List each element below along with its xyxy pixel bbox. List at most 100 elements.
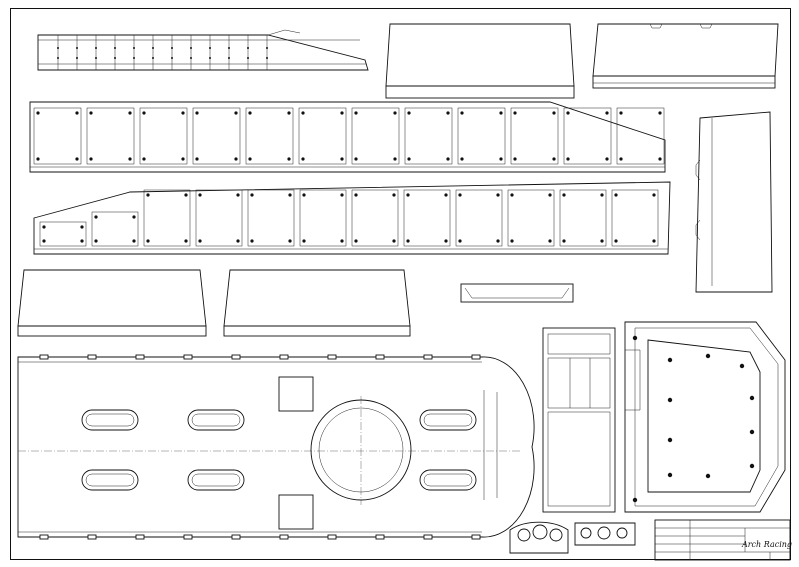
deck-tab: [39, 534, 49, 540]
part-pontoon-upper: [29, 101, 666, 173]
pontoon-bolt: [340, 111, 344, 115]
part-side-rail: [37, 29, 369, 71]
bow-bolt: [632, 497, 638, 503]
pontoon-bolt: [658, 157, 662, 161]
pontoon-bolt: [393, 111, 397, 115]
bow-bolt: [739, 363, 745, 369]
rail-bolt: [247, 57, 249, 59]
deck-slot: [187, 469, 245, 491]
deck-tab: [135, 534, 145, 540]
pontoon-bolt: [181, 157, 185, 161]
deck-tab: [279, 534, 289, 540]
rail-bolt: [266, 47, 268, 49]
pontoon-bolt: [302, 193, 306, 197]
pontoon-bolt: [89, 157, 93, 161]
deck-tab: [327, 354, 337, 360]
pontoon-bolt: [407, 111, 411, 115]
bow-bolt: [667, 437, 673, 443]
pontoon-bolt: [354, 193, 358, 197]
rail-bolt: [152, 57, 154, 59]
deck-tab: [423, 534, 433, 540]
pontoon-bolt: [36, 157, 40, 161]
pontoon-bolt: [36, 111, 40, 115]
rail-bolt: [133, 47, 135, 49]
pontoon-bolt: [600, 193, 604, 197]
deck-tab: [279, 354, 289, 360]
rail-bolt: [114, 47, 116, 49]
pontoon-bolt: [132, 215, 136, 219]
pontoon-bolt: [94, 215, 98, 219]
bow-bolt: [667, 472, 673, 478]
deck-slot: [419, 469, 477, 491]
deck-slot-inner: [191, 473, 241, 487]
pontoon-cell: [563, 107, 612, 165]
deck-tab: [423, 354, 433, 360]
rail-bolt: [190, 47, 192, 49]
part-gauge-panel-1: [509, 521, 569, 554]
pontoon-bolt: [460, 157, 464, 161]
pontoon-bolt: [605, 111, 609, 115]
pontoon-bolt: [548, 193, 552, 197]
pontoon-cell: [403, 189, 451, 247]
deck-tab: [327, 534, 337, 540]
pontoon-bolt: [75, 111, 79, 115]
rail-bolt: [171, 57, 173, 59]
pontoon-bolt: [614, 193, 618, 197]
pontoon-bolt: [446, 157, 450, 161]
pontoon-cell: [559, 189, 607, 247]
pontoon-bolt: [146, 193, 150, 197]
pontoon-bolt: [250, 193, 254, 197]
pontoon-cell: [351, 107, 400, 165]
bow-bolt: [632, 335, 638, 341]
pontoon-bolt: [510, 193, 514, 197]
pontoon-bolt: [444, 193, 448, 197]
pontoon-bolt: [513, 111, 517, 115]
pontoon-bolt: [248, 111, 252, 115]
part-gauge-panel-2: [574, 522, 636, 546]
pontoon-bolt: [288, 239, 292, 243]
pontoon-bolt: [42, 225, 46, 229]
deck-slot-inner: [423, 473, 473, 487]
pontoon-cell: [510, 107, 559, 165]
pontoon-bolt: [407, 157, 411, 161]
pontoon-bolt: [234, 111, 238, 115]
pontoon-bolt: [181, 111, 185, 115]
pontoon-bolt: [392, 239, 396, 243]
pontoon-bolt: [287, 157, 291, 161]
rail-bolt: [133, 57, 135, 59]
pontoon-bolt: [458, 239, 462, 243]
pontoon-bolt: [132, 239, 136, 243]
bow-bolt: [749, 429, 755, 435]
rail-bolt: [228, 57, 230, 59]
pontoon-bolt: [184, 239, 188, 243]
pontoon-cell: [455, 189, 503, 247]
pontoon-bolt: [499, 111, 503, 115]
rail-bolt: [266, 57, 268, 59]
rail-bolt: [209, 57, 211, 59]
pontoon-cell: [91, 211, 139, 247]
rail-bolt: [95, 47, 97, 49]
deck-tab: [135, 354, 145, 360]
pontoon-bolt: [496, 239, 500, 243]
part-vertical-panel: [695, 111, 773, 293]
pontoon-cell: [139, 107, 188, 165]
deck-slot: [81, 469, 139, 491]
part-box-panel-3: [223, 269, 411, 337]
pontoon-bolt: [548, 239, 552, 243]
pontoon-bolt: [619, 157, 623, 161]
bow-bolt: [705, 353, 711, 359]
pontoon-cell: [507, 189, 555, 247]
pontoon-cell: [245, 107, 294, 165]
pontoon-bolt: [652, 193, 656, 197]
bow-bolt: [749, 395, 755, 401]
pontoon-bolt: [89, 111, 93, 115]
pontoon-cell: [192, 107, 241, 165]
pontoon-bolt: [354, 111, 358, 115]
deck-tab: [375, 534, 385, 540]
pontoon-bolt: [128, 111, 132, 115]
title-block-logo: Arch Racing: [741, 540, 792, 549]
pontoon-bolt: [75, 157, 79, 161]
pontoon-bolt: [605, 157, 609, 161]
title-block: Arch Racing: [654, 519, 792, 561]
